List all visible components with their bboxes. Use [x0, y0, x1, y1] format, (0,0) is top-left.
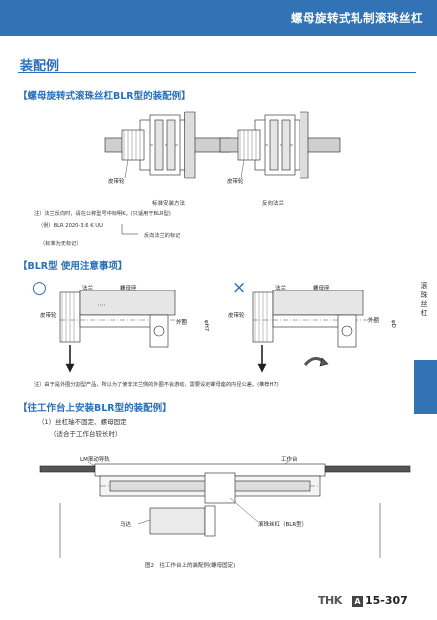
assembly-right: [219, 111, 341, 179]
nut-label-right: 螺母座: [313, 286, 330, 292]
pulley-left: [121, 129, 145, 161]
header-title: 螺母旋转式轧制滚珠丝杠: [291, 11, 423, 25]
outer-label-left: 外圈: [176, 320, 188, 326]
pulley-label-usage-left: 皮带轮: [40, 313, 57, 319]
brand-logo: THK: [318, 594, 342, 607]
section-title: 装配例: [20, 59, 60, 74]
standard-mark: （标准为无标记）: [40, 241, 82, 247]
outer-label-right: 外圈: [368, 318, 380, 324]
assembly-left: [104, 111, 231, 179]
blr-nut: [204, 472, 236, 504]
usage-nut-left: [79, 290, 176, 316]
table-label: 工作台: [281, 457, 298, 463]
caption-standard: 标准安装方法: [152, 201, 186, 207]
pulley-right: [237, 129, 261, 161]
motor: [149, 507, 206, 535]
usage-drawing: [59, 290, 375, 373]
usage-left: [59, 290, 185, 373]
block1-heading: 【螺母旋转式滚珠丝杠BLR型的装配例】: [18, 91, 191, 102]
table-assembly-drawing: [39, 459, 411, 558]
pulley-label-left: 皮带轮: [108, 179, 125, 185]
example-mark-label: 反向法兰的标记: [144, 233, 181, 239]
assembly-drawing-1: [104, 111, 341, 179]
caption-reverse: 反向法兰: [262, 201, 285, 207]
nut-label-left: 螺母座: [120, 286, 137, 292]
header-bar: [0, 0, 437, 36]
pulley-label-usage-right: 皮带轮: [228, 313, 245, 319]
side-tab: [414, 360, 437, 414]
example-arrow: [121, 224, 138, 235]
page-number: 15-307: [365, 594, 408, 607]
side-label: 滚珠丝杠: [420, 282, 428, 318]
section-rule: [18, 72, 416, 73]
dim-label-left: φH7: [203, 320, 209, 332]
flange-label-right: 法兰: [275, 286, 287, 292]
block1-note: 注）法兰反向时，请在公称型号中标明K。(只适用于BLR型): [34, 211, 171, 217]
usage-nut-right: [272, 290, 364, 316]
block3-item1-sub: （适合于工作台较长时）: [50, 430, 122, 438]
ok-mark: ○: [32, 278, 47, 298]
pulley-label-right: 皮带轮: [227, 179, 244, 185]
block3-heading: 【往工作台上安装BLR型的装配例】: [18, 403, 172, 414]
ballscrew-label: 滚珠丝杠（BLR型）: [258, 522, 308, 528]
dim-label-right: φD: [390, 320, 396, 328]
block1-example: （例）BLR 2020-3.6 K UU: [38, 223, 103, 229]
flange-label-left: 法兰: [82, 286, 94, 292]
block2-heading: 【BLR型 使用注意事项】: [18, 261, 128, 272]
motor-label: 马达: [120, 522, 132, 528]
ng-mark: ×: [232, 278, 247, 298]
section-box: A: [352, 596, 363, 607]
block2-note: 注）由于是外圈分割型产品，所以为了使非法兰侧的外圈不会游动，需要设定螺母座的内径…: [34, 382, 279, 388]
block3-item1: （1）丝杠轴不固定、螺母固定: [38, 418, 127, 426]
lm-guide-label: LM滚动导轨: [80, 457, 110, 463]
figure-caption: 图2 往工作台上的装配例(螺母固定): [145, 563, 236, 569]
usage-right: [252, 290, 375, 373]
